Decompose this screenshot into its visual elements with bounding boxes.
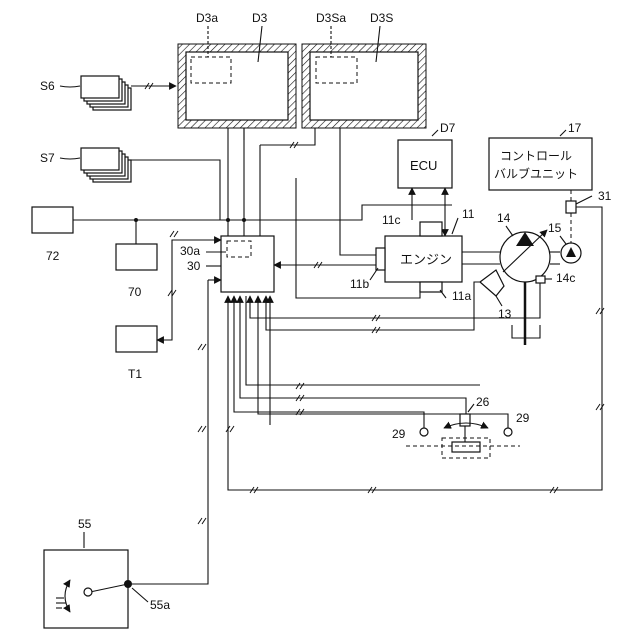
device-13 (480, 270, 504, 296)
display-d3s (302, 44, 426, 128)
block-72 (32, 207, 73, 233)
engine-part-11c (420, 222, 442, 236)
label-s6: S6 (40, 79, 55, 93)
sensor-29-left (420, 428, 428, 436)
label-26: 26 (476, 395, 490, 409)
label-t1: T1 (128, 367, 142, 381)
label-30a: 30a (180, 244, 200, 258)
label-17: 17 (568, 121, 582, 135)
label-11a: 11a (452, 289, 471, 303)
sensor-14c (536, 276, 545, 283)
label-70: 70 (128, 285, 142, 299)
label-55: 55 (78, 517, 92, 531)
sensor-29-right (504, 428, 512, 436)
label-31: 31 (598, 189, 612, 203)
controller-30 (221, 236, 274, 292)
sensor-31 (566, 201, 576, 213)
control-valve-unit-line2: バルブユニット (494, 166, 578, 181)
label-s7: S7 (40, 151, 55, 165)
sensor-stack-s6 (81, 76, 131, 110)
display-d3 (178, 44, 296, 128)
control-valve-unit-line1: コントロール (500, 149, 572, 163)
label-14c: 14c (556, 271, 575, 285)
label-d3s: D3S (370, 11, 393, 25)
label-11: 11 (462, 207, 475, 221)
block-t1 (116, 326, 157, 352)
ecu-label: ECU (410, 158, 437, 173)
label-55a: 55a (150, 598, 170, 612)
pump-15 (561, 243, 581, 263)
label-14: 14 (497, 211, 511, 225)
label-11c: 11c (382, 213, 400, 227)
label-d3: D3 (252, 11, 268, 25)
label-30: 30 (187, 259, 201, 273)
label-15: 15 (548, 221, 562, 235)
label-29-right: 29 (516, 411, 530, 425)
label-11b: 11b (350, 277, 369, 291)
engine-part-11a (420, 282, 442, 292)
block-70 (116, 244, 157, 270)
pump-14 (500, 230, 550, 282)
sensor-stack-s7 (81, 148, 131, 182)
engine-label: エンジン (400, 253, 452, 268)
label-29-left: 29 (392, 427, 406, 441)
label-13: 13 (498, 307, 512, 321)
engine-part-11b (376, 248, 385, 270)
label-72: 72 (46, 249, 60, 263)
label-d3sa: D3Sa (316, 11, 346, 25)
control-valve-unit (489, 138, 592, 190)
label-d7: D7 (440, 121, 456, 135)
label-d3a: D3a (196, 11, 218, 25)
